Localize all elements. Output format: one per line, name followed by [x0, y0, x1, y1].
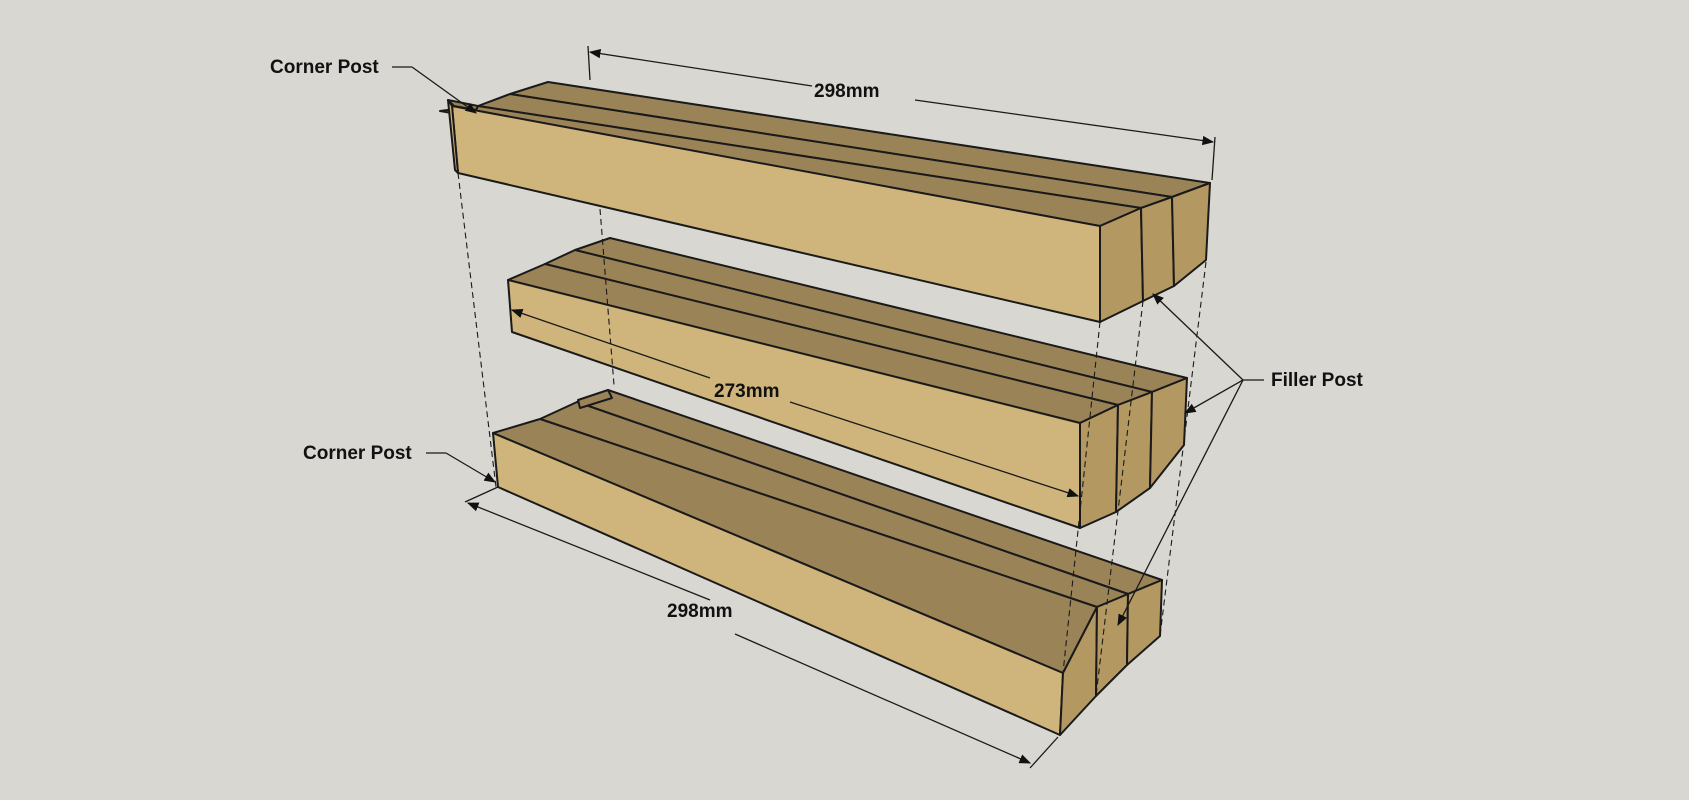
dimension-top-label: 298mm	[814, 81, 880, 102]
alignment-guides	[457, 172, 1207, 697]
bottom-layer	[492, 389, 1163, 736]
middle-layer-end-face-1	[1079, 404, 1119, 529]
dimension-middle-label: 273mm	[714, 381, 780, 402]
corner-post-bottom-label: Corner Post	[303, 443, 412, 464]
top-layer-end-face-2	[1140, 196, 1175, 302]
dimension-middle: 273mm	[510, 308, 1080, 498]
filler-post-label: Filler Post	[1271, 370, 1364, 391]
top-layer-end-face-1	[1099, 207, 1144, 323]
top-layer	[439, 81, 1211, 323]
corner-post-top-label: Corner Post	[270, 57, 379, 78]
middle-layer-end-face-2	[1115, 391, 1153, 513]
dimension-bottom: 298mm	[464, 486, 1059, 769]
middle-layer-end-face-3	[1149, 377, 1188, 489]
callout-corner-post-bottom: Corner Post	[303, 443, 497, 483]
callout-filler-post: Filler Post	[1117, 293, 1364, 627]
callout-corner-post-top: Corner Post	[270, 57, 477, 114]
middle-layer	[507, 237, 1188, 529]
bottom-layer-corner-notch	[577, 389, 613, 409]
bottom-layer-end-face-2	[1095, 593, 1129, 697]
top-layer-end-face-3	[1171, 182, 1211, 287]
bottom-layer-end-face-3	[1126, 579, 1163, 666]
dimension-top: 298mm	[587, 45, 1216, 181]
dimension-bottom-label: 298mm	[667, 601, 733, 622]
